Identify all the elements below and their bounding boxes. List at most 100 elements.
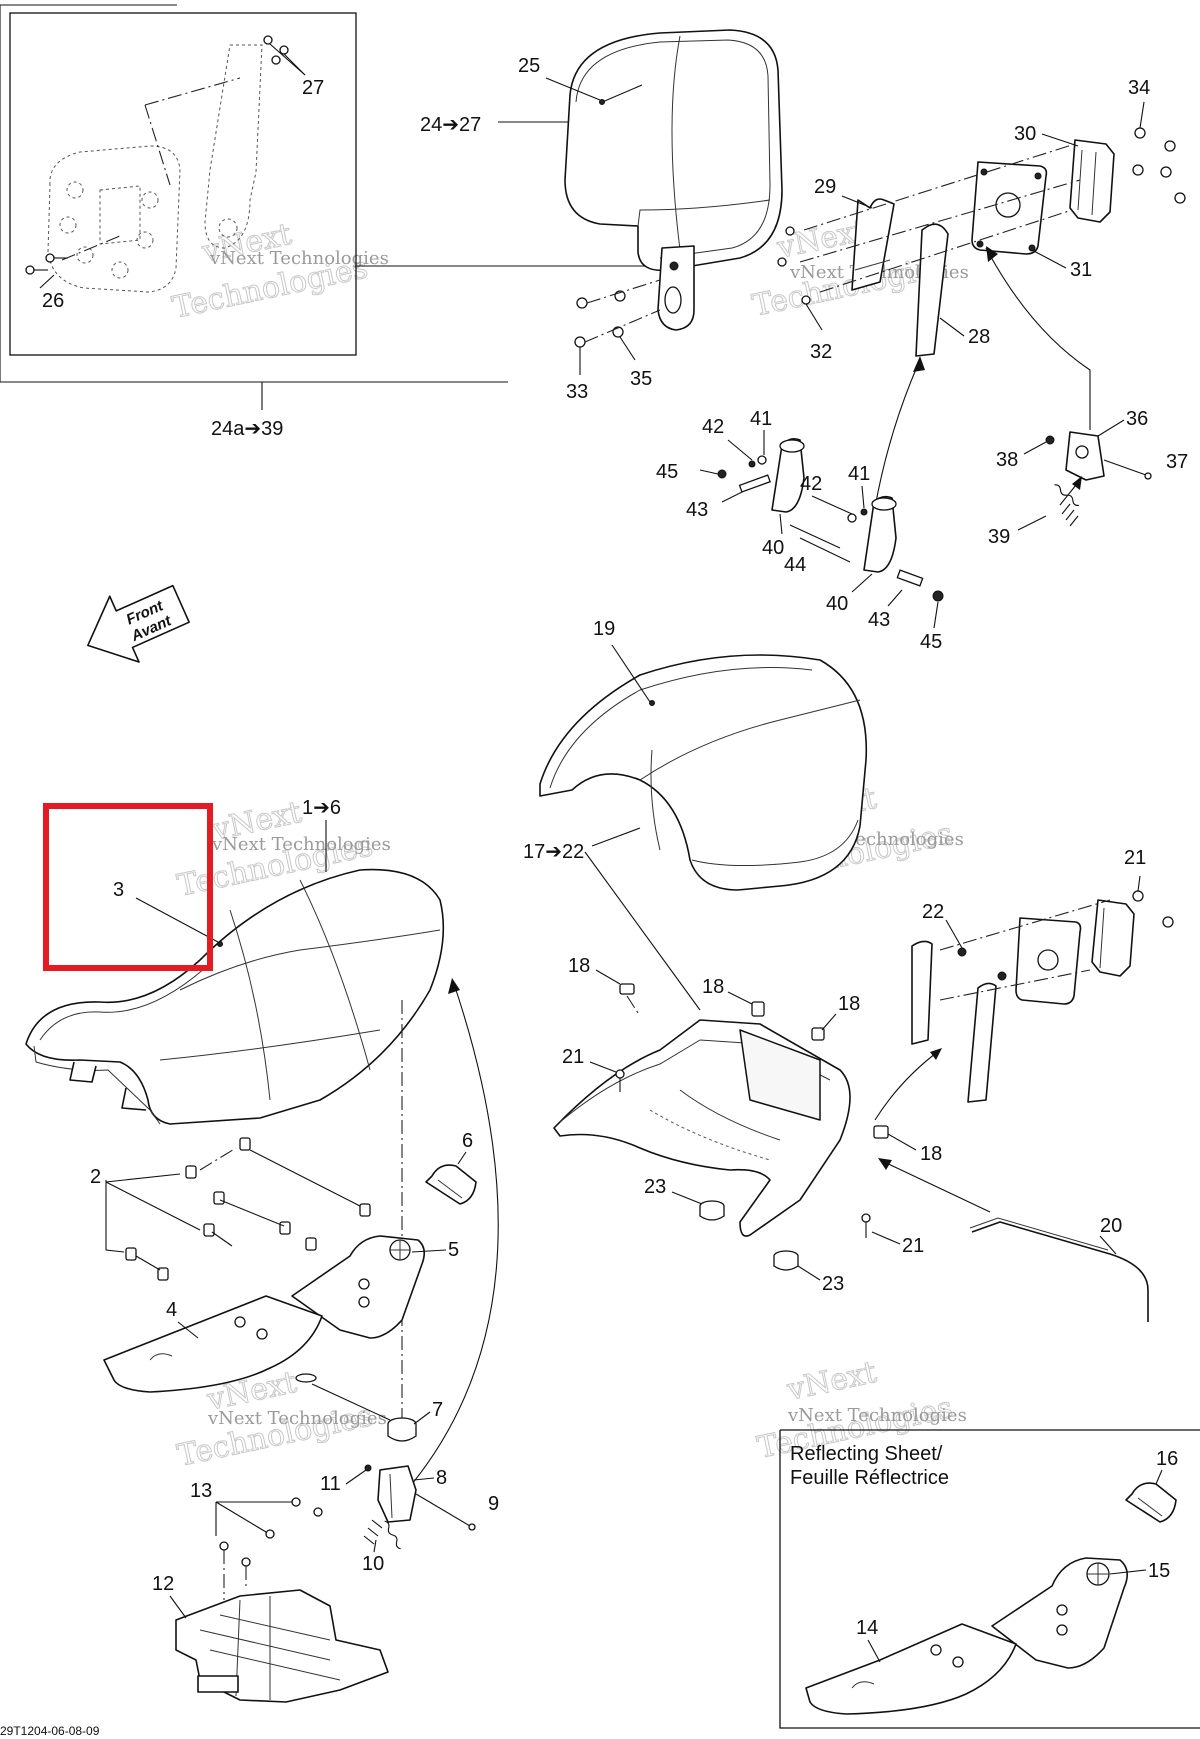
- callout-11: 11: [320, 1473, 341, 1495]
- callout-37: 37: [1166, 451, 1188, 473]
- callout-18: 18: [838, 993, 860, 1015]
- callout-33: 33: [566, 381, 588, 403]
- post-assembly: 42 41 45 43 40 42 41 44 40 43 45: [656, 408, 944, 653]
- callout-23: 23: [644, 1176, 666, 1198]
- callout-1-6: 1➔6: [302, 797, 341, 819]
- passenger-seat-cushion-19: [539, 654, 868, 891]
- callout-15: 15: [1148, 1560, 1170, 1582]
- callout-25: 25: [518, 55, 540, 77]
- drawing-code: 29T1204-06-08-09: [0, 1724, 100, 1738]
- callout-9: 9: [488, 1493, 499, 1515]
- screw-27: [263, 35, 306, 76]
- front-arrow-icon: [87, 584, 190, 663]
- latch-assembly: 36 38 37 39: [985, 246, 1188, 548]
- screw-26: [25, 235, 121, 275]
- callout-45: 45: [920, 631, 942, 653]
- callout-21: 21: [1124, 847, 1146, 869]
- callout-21: 21: [902, 1235, 924, 1257]
- callout-42: 42: [800, 473, 822, 495]
- callout-27: 27: [302, 77, 324, 99]
- watermark-brand: vNext: [783, 1355, 879, 1408]
- mount-bracket-29: [851, 198, 895, 291]
- callout-44: 44: [784, 554, 806, 576]
- watermark-text: vNext Technologies: [209, 248, 389, 269]
- callout-18: 18: [920, 1143, 942, 1165]
- reflecting-sheet-14: [805, 1623, 1017, 1715]
- callout-5: 5: [448, 1239, 459, 1261]
- reflector-16: [1125, 1482, 1177, 1523]
- callout-35: 35: [630, 368, 652, 390]
- callout-8: 8: [436, 1467, 447, 1489]
- callout-43: 43: [686, 499, 708, 521]
- screw-13: [219, 1497, 323, 1600]
- backrest-bracket: [204, 44, 263, 249]
- callout-14: 14: [856, 1617, 878, 1639]
- backrest-assembly: 25 24➔27 33 35: [420, 29, 783, 403]
- callout-29: 29: [814, 176, 836, 198]
- callout-40: 40: [826, 593, 848, 615]
- skid-plate-12: [175, 1589, 389, 1703]
- watermark-text: vNext Technologies: [211, 834, 391, 855]
- callout-34: 34: [1128, 77, 1150, 99]
- reflecting-sheet-inset: Reflecting Sheet/ Feuille Réflectrice 16…: [779, 1429, 1200, 1729]
- callout-4: 4: [166, 1299, 177, 1321]
- callout-20: 20: [1100, 1215, 1122, 1237]
- callout-41: 41: [750, 408, 772, 430]
- callout-16: 16: [1156, 1448, 1178, 1470]
- front-direction-arrow: Front Avant: [87, 584, 190, 663]
- callout-24a-39: 24a➔39: [211, 418, 283, 440]
- nut-34: [1132, 101, 1186, 204]
- backrest-cushion: [564, 29, 783, 272]
- callout-26: 26: [42, 290, 64, 312]
- driver-seat-assembly: 3 1➔6 2 6: [25, 797, 499, 1703]
- reflecting-sheet-4: [103, 1295, 323, 1393]
- callout-10: 10: [362, 1553, 384, 1575]
- callout-18: 18: [702, 976, 724, 998]
- callout-2: 2: [90, 1166, 101, 1188]
- spring-10: [384, 1520, 401, 1550]
- callout-6: 6: [462, 1130, 473, 1152]
- callout-45: 45: [656, 461, 678, 483]
- callout-13: 13: [190, 1480, 212, 1502]
- callout-12: 12: [152, 1573, 174, 1595]
- callout-17-22: 17➔22: [523, 841, 584, 863]
- callout-41: 41: [848, 463, 870, 485]
- callout-18: 18: [568, 955, 590, 977]
- callout-30: 30: [1014, 123, 1036, 145]
- callout-28: 28: [968, 326, 990, 348]
- passenger-seat-assembly: 19 17➔22 21 22: [523, 618, 1174, 1322]
- backrest-mount-assembly: 34 30 29 31 28 32: [777, 77, 1186, 363]
- callout-32: 32: [810, 341, 832, 363]
- spring-39: [1054, 484, 1079, 507]
- passenger-hinge: [1091, 899, 1135, 977]
- callout-39: 39: [988, 526, 1010, 548]
- callout-36: 36: [1126, 408, 1148, 430]
- callout-21: 21: [562, 1046, 584, 1068]
- bumper-2: [125, 1137, 371, 1281]
- callout-7: 7: [432, 1399, 443, 1421]
- callout-24-27: 24➔27: [420, 114, 481, 136]
- callout-38: 38: [996, 449, 1018, 471]
- inset-frame: [9, 12, 357, 356]
- callout-22: 22: [922, 901, 944, 923]
- callout-43: 43: [868, 609, 890, 631]
- driver-seat-cushion-3: [25, 868, 445, 1125]
- callout-3: 3: [113, 879, 124, 901]
- backrest-kit-inset: 27 26 24a➔39: [0, 4, 673, 440]
- callout-19: 19: [593, 618, 615, 640]
- fastener-33-35: [574, 279, 661, 375]
- callout-42: 42: [702, 416, 724, 438]
- backrest-plate: [47, 145, 181, 293]
- rod-20: [971, 1221, 1149, 1322]
- inset-title: Reflecting Sheet/: [790, 1443, 943, 1465]
- latch-8: [377, 1465, 417, 1523]
- mount-tube-28: [915, 223, 949, 357]
- highlight-box: [43, 803, 213, 971]
- inset-title: Feuille Réflectrice: [790, 1467, 949, 1489]
- clip-18: [619, 983, 889, 1139]
- callout-40: 40: [762, 537, 784, 559]
- callout-23: 23: [822, 1273, 844, 1295]
- bushing-23: [699, 1200, 799, 1271]
- reflector-6: [425, 1164, 477, 1205]
